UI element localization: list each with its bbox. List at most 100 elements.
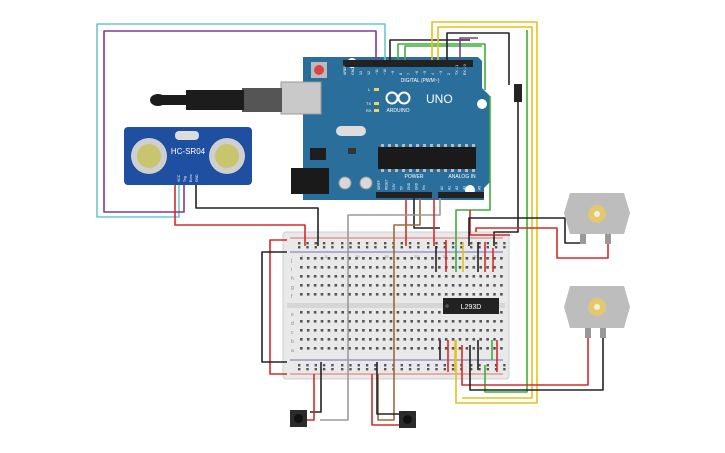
row-label: e (291, 312, 294, 318)
capacitor (338, 176, 352, 190)
dc-motor-top[interactable] (564, 193, 630, 244)
analog-pin-label: A5 (478, 186, 482, 190)
chip-pins (381, 144, 475, 172)
row-label: d (291, 321, 294, 327)
crystal (175, 131, 199, 140)
led-label: TX (366, 101, 371, 106)
wire-black (468, 217, 583, 246)
power-header-label: POWER (405, 174, 424, 180)
power-pin-label: 3.3V (392, 183, 396, 190)
wire-gray (320, 198, 441, 421)
digital-pin-label: ~10 (383, 69, 387, 75)
wire-black (389, 39, 470, 60)
center-channel (287, 303, 505, 308)
column-label: 1 (301, 254, 304, 259)
slide-switch[interactable] (514, 84, 522, 102)
row-label: c (291, 330, 294, 336)
sensor-pin-label: GND (195, 174, 199, 182)
row-label: f (291, 294, 293, 300)
power-pin-label: IOREF (377, 180, 381, 190)
wire-red (371, 374, 400, 426)
analog-pin-label: A3 (463, 186, 467, 190)
power-pin-label: Vin (422, 185, 426, 190)
analog-pin-label: A0 (440, 186, 444, 190)
board-model: UNO (426, 92, 453, 106)
digital-header-label: DIGITAL (PWM~) (401, 78, 440, 84)
status-leds: L TX RX (366, 87, 379, 113)
jumper-wires (435, 240, 498, 372)
analog-pin-label: A2 (455, 186, 459, 190)
wire-green (455, 96, 491, 272)
digital-pin-label: ~3 (439, 71, 443, 75)
wire-purple (459, 37, 478, 60)
digital-pin-label: AREF (343, 65, 347, 75)
row-label: h (291, 276, 294, 282)
led-label: L (368, 87, 371, 92)
digital-pin-label: 2 (447, 73, 451, 75)
power-rail-bottom (298, 364, 506, 371)
wire-black (376, 362, 399, 415)
power-pin-label: 5V (400, 185, 404, 190)
wire-yellow (431, 21, 538, 404)
row-label: i (291, 267, 292, 273)
digital-pin-label: 8 (399, 73, 403, 75)
digital-pin-label: ~11 (375, 69, 379, 75)
power-header (376, 192, 432, 198)
wire-yellow (437, 26, 533, 399)
power-pin-label: RESET (385, 179, 389, 190)
power-pin-label: GND (415, 182, 419, 190)
analog-pin-label: A1 (448, 186, 452, 190)
digital-pin-label: 13 (359, 71, 363, 75)
digital-pin-label: ~9 (391, 71, 395, 75)
wire-black (469, 337, 604, 391)
usb-cable (150, 88, 282, 112)
mounting-hole (477, 99, 487, 109)
wire-red (174, 185, 306, 246)
wire-black (446, 32, 510, 85)
l293d-chip[interactable]: L293D (443, 298, 499, 314)
digital-pin-label: GND (351, 67, 355, 75)
pushbutton-left[interactable] (290, 410, 307, 427)
led-label: RX (366, 108, 372, 113)
wire-black (195, 185, 319, 246)
wire-purple (103, 30, 377, 213)
digital-pin-label: TX→1 (455, 65, 459, 75)
wires (96, 21, 609, 426)
digital-pin-label: 12 (367, 71, 371, 75)
crystal (336, 126, 366, 136)
voltage-regulator (310, 148, 326, 160)
column-label: 5 (325, 254, 328, 259)
column-label: 20 (414, 254, 419, 259)
analog-pin-label: A4 (470, 186, 474, 190)
wire-red (306, 374, 315, 421)
dc-motor-bottom[interactable] (564, 286, 630, 338)
sensor-pin-label: Echo (189, 174, 193, 182)
digital-pin-label: 4 (431, 73, 435, 75)
column-label: 10 (355, 254, 360, 259)
analog-header-label: ANALOG IN (448, 174, 476, 180)
capacitor (359, 176, 373, 190)
column-label: 15 (384, 254, 389, 259)
sensor-label: HC-SR04 (171, 147, 206, 156)
dc-jack (291, 168, 329, 194)
digital-pin-label: 7 (407, 73, 411, 75)
wire-black (413, 198, 440, 229)
pushbutton-right[interactable] (399, 411, 416, 428)
wire-green (484, 30, 528, 393)
column-label: 30 (473, 254, 478, 259)
wire-red (269, 239, 287, 375)
reset-button[interactable] (314, 65, 324, 75)
arduino-logo-icon (385, 91, 411, 105)
digital-header (343, 60, 473, 67)
wire-black (493, 102, 519, 246)
breadboard: j i h g f e d c b a 1 5 10 15 20 25 30 (282, 231, 510, 380)
wire-green (397, 43, 486, 90)
row-label: b (291, 339, 294, 345)
